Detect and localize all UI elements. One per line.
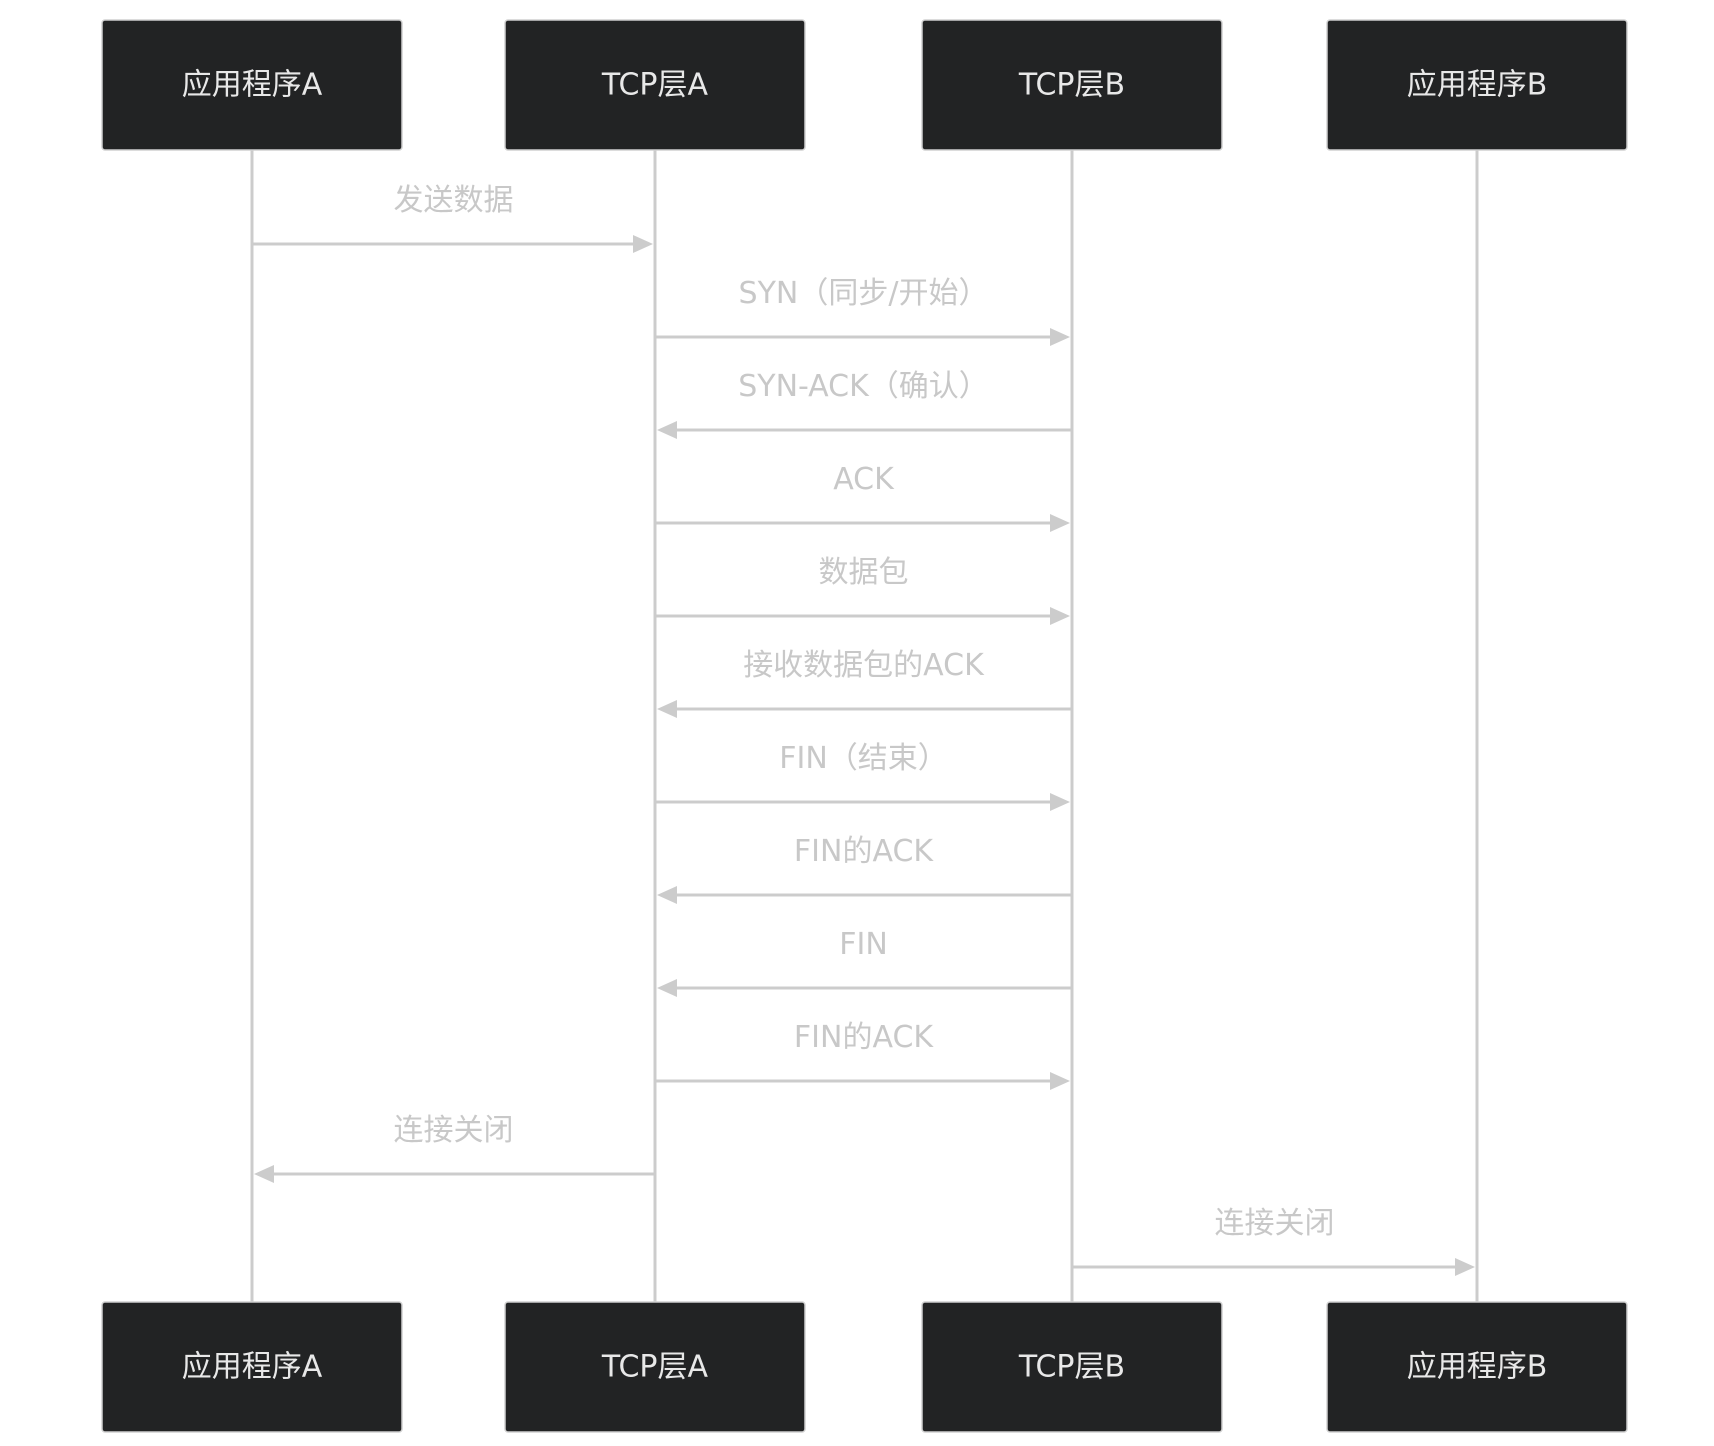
arrowhead-icon xyxy=(1050,514,1070,532)
actor-label: TCP层A xyxy=(601,68,709,103)
message-label: SYN-ACK（确认） xyxy=(738,369,989,404)
message-8: FIN的ACK xyxy=(657,834,1072,904)
message-label: SYN（同步/开始） xyxy=(739,276,989,311)
actor-label: 应用程序A xyxy=(182,1350,323,1385)
actor-box xyxy=(921,19,1223,151)
arrowhead-icon xyxy=(1050,1072,1070,1090)
arrowhead-icon xyxy=(633,235,653,253)
message-6: 接收数据包的ACK xyxy=(657,648,1072,718)
arrowhead-icon xyxy=(1050,793,1070,811)
message-7: FIN（结束） xyxy=(655,741,1070,811)
actor-appA-top: 应用程序A xyxy=(101,19,403,151)
message-label: 连接关闭 xyxy=(394,1113,514,1148)
arrowhead-icon xyxy=(657,700,677,718)
actor-label: TCP层A xyxy=(601,1350,709,1385)
message-11: 连接关闭 xyxy=(254,1113,655,1183)
arrowhead-icon xyxy=(657,979,677,997)
actor-appA-bottom: 应用程序A xyxy=(101,1301,403,1433)
arrowhead-icon xyxy=(657,886,677,904)
actor-appB-top: 应用程序B xyxy=(1326,19,1628,151)
actor-label: 应用程序B xyxy=(1407,68,1548,103)
arrowhead-icon xyxy=(1455,1258,1475,1276)
actor-tcpA-top: TCP层A xyxy=(504,19,806,151)
message-label: ACK xyxy=(833,462,895,497)
arrowhead-icon xyxy=(1050,328,1070,346)
message-label: 接收数据包的ACK xyxy=(743,648,985,683)
actor-box xyxy=(504,19,806,151)
arrowhead-icon xyxy=(1050,607,1070,625)
actor-tcpA-bottom: TCP层A xyxy=(504,1301,806,1433)
message-1: 发送数据 xyxy=(252,183,653,253)
actor-label: 应用程序B xyxy=(1407,1350,1548,1385)
arrowhead-icon xyxy=(254,1165,274,1183)
messages: 发送数据 SYN（同步/开始） SYN-ACK（确认） ACK 数据包接收数据包的ACK… xyxy=(252,183,1475,1276)
actor-box xyxy=(921,1301,1223,1433)
actor-box xyxy=(1326,1301,1628,1433)
message-label: 发送数据 xyxy=(394,183,514,218)
actor-box xyxy=(101,19,403,151)
actor-appB-bottom: 应用程序B xyxy=(1326,1301,1628,1433)
lifelines xyxy=(250,150,1479,1302)
message-10: FIN的ACK xyxy=(655,1020,1070,1090)
actor-label: TCP层B xyxy=(1018,1350,1125,1385)
actor-box xyxy=(504,1301,806,1433)
actor-label: 应用程序A xyxy=(182,68,323,103)
actors: 应用程序A TCP层A TCP层B 应用程序B 应用程序A TCP层A TCP层B 应用程序B xyxy=(101,19,1628,1433)
arrowhead-icon xyxy=(657,421,677,439)
message-label: 连接关闭 xyxy=(1215,1206,1335,1241)
message-label: 数据包 xyxy=(819,555,909,590)
message-3: SYN-ACK（确认） xyxy=(657,369,1072,439)
actor-label: TCP层B xyxy=(1018,68,1125,103)
message-2: SYN（同步/开始） xyxy=(655,276,1070,346)
message-label: FIN xyxy=(839,927,888,962)
message-label: FIN（结束） xyxy=(779,741,948,776)
message-label: FIN的ACK xyxy=(794,1020,934,1055)
message-4: ACK xyxy=(655,462,1070,532)
actor-box xyxy=(101,1301,403,1433)
message-9: FIN xyxy=(657,927,1072,997)
actor-tcpB-bottom: TCP层B xyxy=(921,1301,1223,1433)
message-12: 连接关闭 xyxy=(1072,1206,1475,1276)
actor-tcpB-top: TCP层B xyxy=(921,19,1223,151)
message-label: FIN的ACK xyxy=(794,834,934,869)
actor-box xyxy=(1326,19,1628,151)
message-5: 数据包 xyxy=(655,555,1070,625)
